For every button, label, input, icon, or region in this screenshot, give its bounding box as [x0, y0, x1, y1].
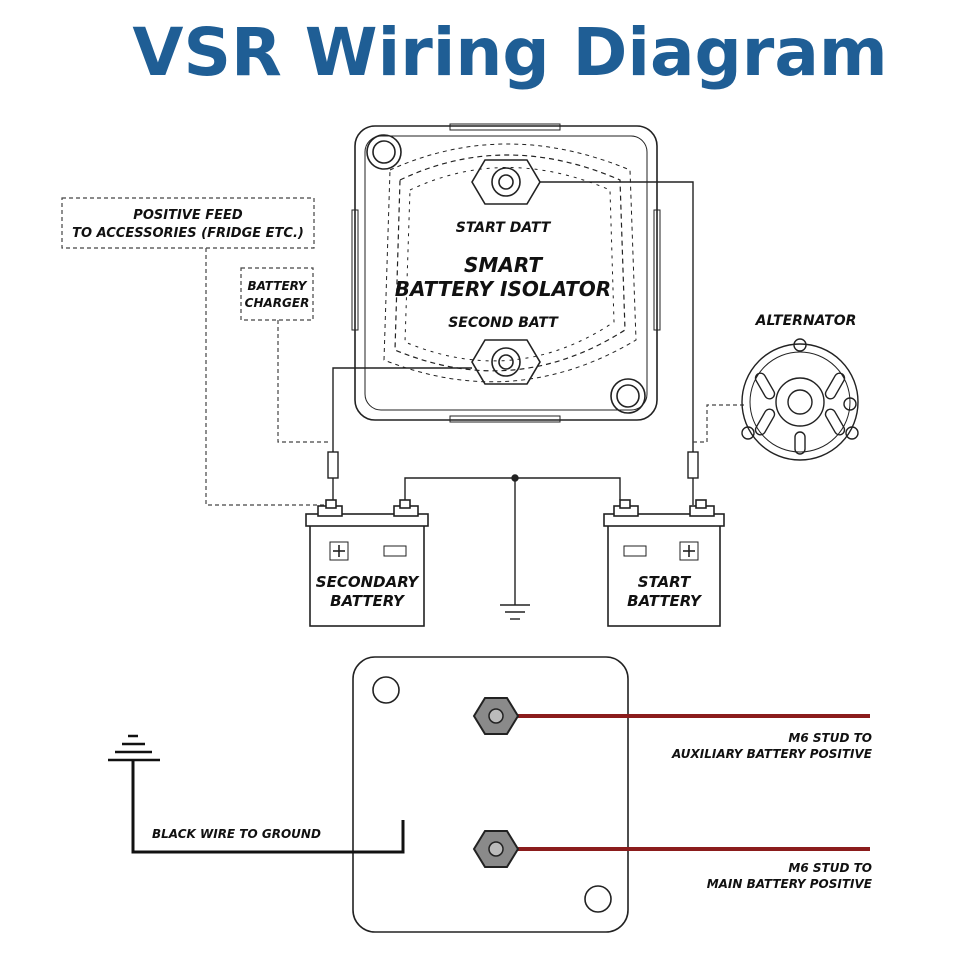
start-battery [603, 499, 725, 627]
isolator-name-line1: SMART [464, 253, 543, 277]
start-battery-line1: START [638, 573, 692, 591]
main-stud-label-line1: M6 STUD TO [788, 861, 872, 875]
main-stud-label-line2: MAIN BATTERY POSITIVE [707, 877, 873, 891]
dashed-feeds [61, 197, 745, 506]
positive-feed-label-line2: TO ACCESSORIES (FRIDGE ETC.) [72, 226, 304, 241]
isolator-name-line2: BATTERY ISOLATOR [395, 277, 611, 301]
second-batt-label: SECOND BATT [448, 315, 559, 331]
ground-symbol [108, 734, 160, 762]
ground-wire [131, 760, 405, 854]
diagram-title: VSR Wiring Diagram [132, 14, 888, 91]
battery-isolator [351, 123, 661, 423]
charger-label-line1: BATTERY [248, 279, 308, 293]
aux-stud-label-line2: AUXILIARY BATTERY POSITIVE [671, 747, 873, 761]
vsr-module [352, 656, 629, 933]
alternator-label: ALTERNATOR [755, 313, 857, 329]
ground-wire-label: BLACK WIRE TO GROUND [152, 827, 321, 841]
charger-label-line2: CHARGER [245, 296, 310, 310]
aux-stud-label-line1: M6 STUD TO [788, 731, 872, 745]
secondary-battery-line1: SECONDARY [316, 573, 421, 591]
top-wires [327, 181, 699, 620]
secondary-battery-line2: BATTERY [330, 592, 406, 610]
main-stud [472, 830, 520, 868]
start-batt-label: START DATT [456, 220, 552, 236]
aux-stud [472, 697, 520, 735]
secondary-battery [305, 499, 429, 627]
positive-feed-label-line1: POSITIVE FEED [133, 208, 243, 223]
start-battery-line2: BATTERY [627, 592, 703, 610]
alternator [741, 338, 859, 461]
